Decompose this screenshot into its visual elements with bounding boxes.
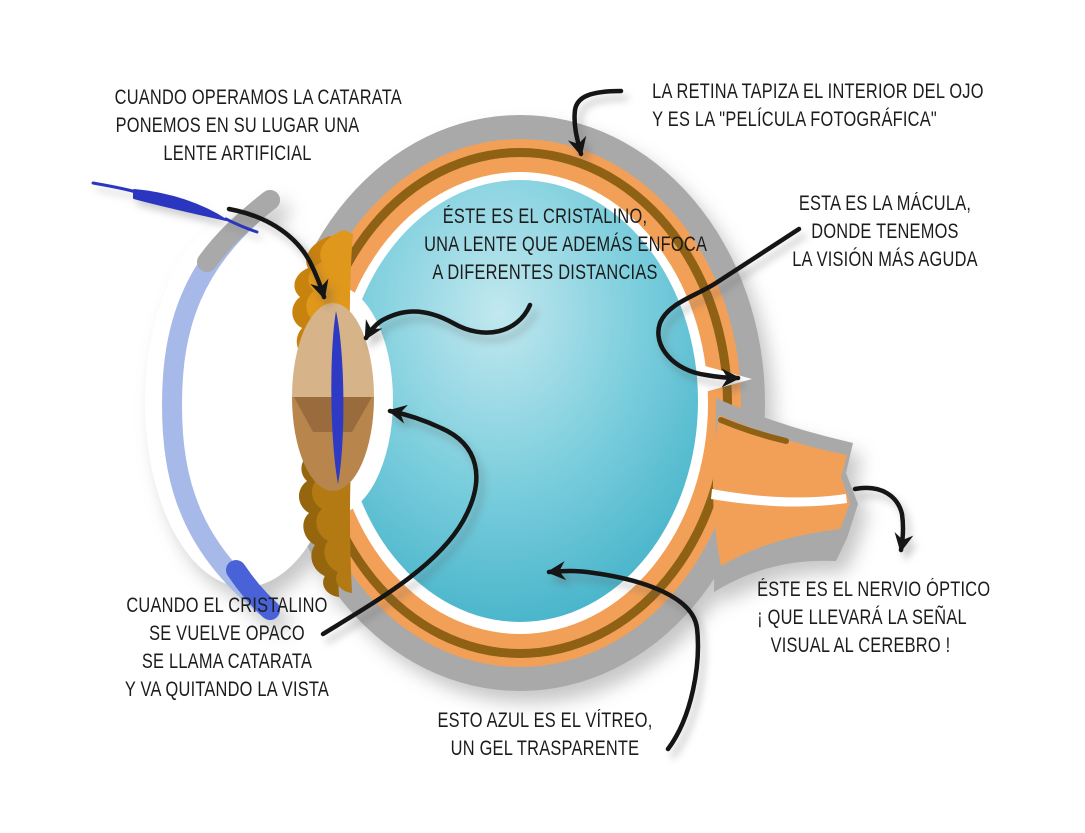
label-line: A DIFERENTES DISTANCIAS (432, 261, 658, 284)
artificial-lens-implant (331, 311, 344, 484)
label-line: Y ES LA "PELÍCULA FOTOGRÁFICA" (652, 108, 937, 131)
cornea (161, 190, 280, 620)
arrow-catarata (320, 404, 479, 637)
optic-nerve-white-stripe (711, 489, 847, 507)
label-line: DONDE TENEMOS (811, 220, 959, 243)
arrow-macula (656, 226, 802, 388)
label-line: PONEMOS EN SU LUGAR UNA (115, 114, 360, 137)
label-line: CUANDO OPERAMOS LA CATARATA (114, 86, 402, 109)
artificial-lens-leaf-body (133, 189, 227, 221)
label-line: ÉSTE ES EL NERVIO ÓPTICO (757, 578, 991, 601)
label-line: UN GEL TRASPARENTE (450, 737, 640, 760)
crystalline-lens (292, 303, 374, 491)
label-line: LA RETINA TAPIZA EL INTERIOR DEL OJO (652, 80, 984, 103)
label-line: ÉSTE ES EL CRISTALINO, (442, 205, 648, 228)
eyeball (145, 115, 858, 691)
label-cristalino: ÉSTE ES EL CRISTALINO, UNA LENTE QUE ADE… (424, 203, 708, 287)
label-retina: LA RETINA TAPIZA EL INTERIOR DEL OJO Y E… (652, 78, 984, 134)
label-line: LA VISIÓN MÁS AGUDA (792, 248, 978, 271)
optic-nerve-brown-edge (718, 417, 789, 444)
label-line: ESTA ES LA MÁCULA, (798, 192, 972, 215)
arrow-cristalino (363, 302, 533, 341)
label-line: ESTO AZUL ES EL VÍTREO, (437, 709, 653, 732)
annotation-arrows (226, 88, 914, 752)
label-macula: ESTA ES LA MÁCULA, DONDE TENEMOS LA VISI… (791, 190, 978, 274)
artificial-lens-illustration (91, 181, 259, 234)
label-line: UNA LENTE QUE ADEMÁS ENFOCA (424, 233, 708, 256)
optic-nerve (711, 398, 858, 592)
label-line: LENTE ARTIFICIAL (163, 142, 312, 165)
label-line: VISUAL AL CEREBRO ! (770, 634, 951, 657)
vitreous-body (342, 180, 698, 622)
label-catarata: CUANDO EL CRISTALINO SE VUELVE OPACO SE … (106, 592, 348, 704)
cornea-scleral-junction-top (197, 190, 280, 272)
arrow-nervio-optico (852, 485, 914, 553)
arrow-vitreo (546, 561, 701, 752)
cornea-tip-blue (226, 560, 280, 620)
label-artificial-lens: CUANDO OPERAMOS LA CATARATA PONEMOS EN S… (114, 84, 402, 168)
artificial-lens-leaf-tail-right (224, 217, 259, 234)
arrow-retina (567, 88, 624, 157)
arrow-artificial-lens (226, 206, 329, 300)
label-vitreo: ESTO AZUL ES EL VÍTREO, UN GEL TRASPAREN… (436, 707, 654, 763)
artificial-lens-leaf-tail-left (91, 181, 138, 194)
label-line: SE LLAMA CATARATA (141, 650, 313, 673)
label-line: CUANDO EL CRISTALINO (126, 594, 328, 617)
label-line: ¡ QUE LLEVARÁ LA SEÑAL (757, 606, 967, 629)
label-nervio-optico: ÉSTE ES EL NERVIO ÓPTICO ¡ QUE LLEVARÁ L… (757, 576, 991, 660)
label-line: Y VA QUITANDO LA VISTA (124, 678, 330, 701)
label-line: SE VUELVE OPACO (149, 622, 305, 645)
optic-nerve-body (712, 415, 850, 566)
